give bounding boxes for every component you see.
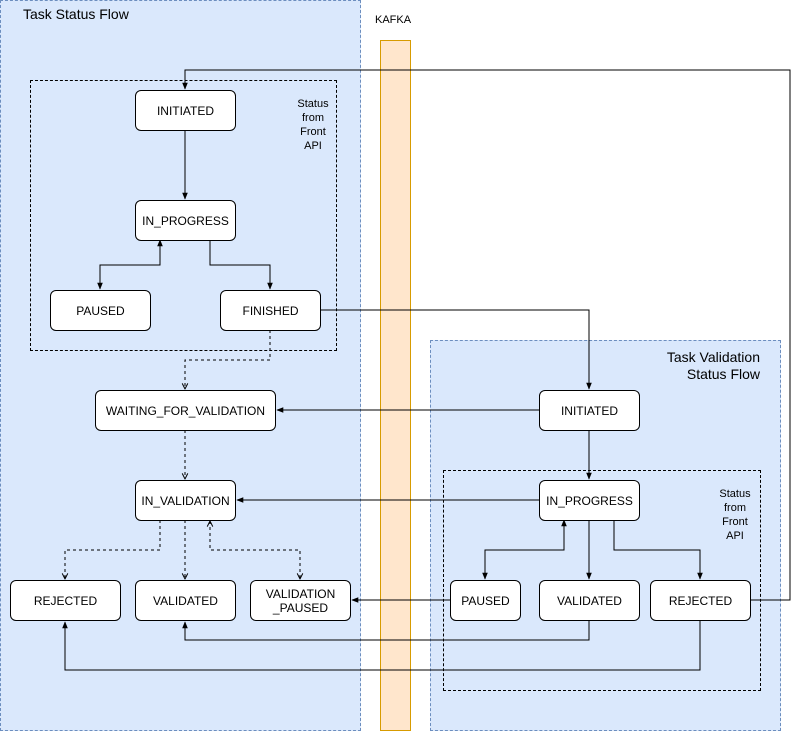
- task-validation-status-flow-title: Task Validation Status Flow: [666, 349, 760, 382]
- edge-finished-to-validation-initiated: [320, 309, 592, 390]
- task-rejected-node: REJECTED: [10, 580, 121, 621]
- validation-validated-node: VALIDATED: [539, 580, 640, 621]
- validation-in-progress-node: IN_PROGRESS: [539, 480, 640, 521]
- edge-validation-in-progress-paused: [482, 519, 567, 580]
- task-finished-node: FINISHED: [220, 290, 321, 331]
- edge-validation-rejected-to-initiated: [182, 69, 791, 601]
- kafka-bus: [380, 40, 411, 731]
- task-in-progress-node: IN_PROGRESS: [135, 200, 236, 241]
- validation-rejected-node: REJECTED: [650, 580, 751, 621]
- edge-in-progress-paused: [97, 239, 163, 290]
- task-paused-node: PAUSED: [50, 290, 151, 331]
- task-validated-node: VALIDATED: [135, 580, 236, 621]
- edge-in-validation-validation-paused: [210, 521, 300, 579]
- task-validation-paused-node: VALIDATION _PAUSED: [250, 580, 351, 621]
- validation-paused-node: PAUSED: [450, 580, 521, 621]
- task-front-api-note: Status from Front API: [297, 98, 329, 152]
- kafka-label: KAFKA: [375, 14, 412, 26]
- edge-validation-rejected-to-rejected: [62, 620, 701, 671]
- edge-validation-in-progress-to-rejected: [613, 520, 703, 580]
- task-status-flow-title: Task Status Flow: [23, 6, 129, 22]
- task-in-validation-node: IN_VALIDATION: [135, 480, 236, 521]
- edge-in-progress-to-finished: [209, 240, 273, 290]
- task-waiting-for-validation-node: WAITING_FOR_VALIDATION: [95, 390, 276, 431]
- task-front-api-region: [30, 80, 337, 351]
- edge-finished-to-waiting: [185, 330, 271, 389]
- edge-validation-validated-to-validated: [182, 620, 590, 641]
- validation-initiated-node: INITIATED: [539, 390, 640, 431]
- task-initiated-node: INITIATED: [135, 90, 236, 131]
- edge-in-validation-to-rejected: [65, 520, 161, 579]
- validation-front-api-region: [443, 470, 761, 691]
- validation-front-api-note: Status from Front API: [719, 488, 751, 542]
